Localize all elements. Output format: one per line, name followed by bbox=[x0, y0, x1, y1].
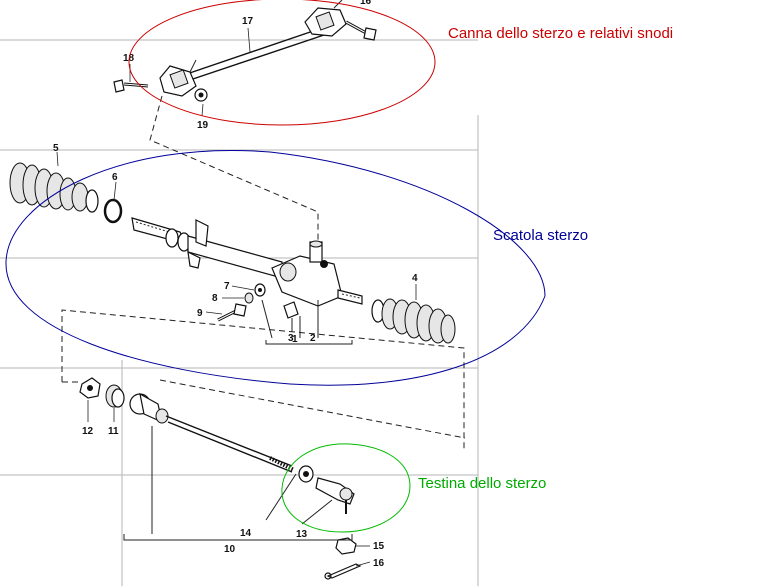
part-label-1: 1 bbox=[292, 334, 298, 345]
part-label-19: 19 bbox=[197, 120, 209, 131]
part-number-labels: 1 2 3 4 5 6 7 8 9 10 11 12 13 14 15 16 1… bbox=[53, 0, 418, 569]
part-label-17: 17 bbox=[242, 16, 254, 27]
part-label-3: 3 bbox=[288, 333, 294, 344]
part-label-5: 5 bbox=[53, 143, 59, 154]
tie-rod-assembly bbox=[61, 309, 466, 580]
part-label-11: 11 bbox=[108, 426, 119, 437]
part-label-7: 7 bbox=[224, 281, 230, 292]
part-label-16-top: 16 bbox=[360, 0, 372, 7]
part-label-4: 4 bbox=[412, 273, 418, 284]
steering-box-assembly bbox=[9, 162, 456, 345]
part-label-14: 14 bbox=[240, 528, 252, 539]
leader-lines bbox=[56, 27, 417, 567]
part-label-13: 13 bbox=[296, 529, 308, 540]
ellipse-steering-column bbox=[128, 0, 436, 126]
part-label-2: 2 bbox=[310, 333, 316, 344]
part-label-16: 16 bbox=[373, 558, 385, 569]
part-label-8: 8 bbox=[212, 293, 218, 304]
annotation-tie-rod-end: Testina dello sterzo bbox=[418, 475, 546, 492]
ellipse-steering-box bbox=[5, 150, 546, 386]
part-label-9: 9 bbox=[197, 308, 203, 319]
part-label-6: 6 bbox=[112, 172, 118, 183]
steering-column-assembly bbox=[113, 0, 377, 240]
ellipse-tie-rod-end bbox=[281, 443, 411, 533]
part-label-12: 12 bbox=[82, 426, 94, 437]
annotation-steering-column: Canna dello sterzo e relativi snodi bbox=[448, 25, 673, 42]
part-label-15: 15 bbox=[373, 541, 385, 552]
annotation-steering-box: Scatola sterzo bbox=[493, 227, 588, 244]
part-label-10: 10 bbox=[224, 544, 236, 555]
boot-right bbox=[371, 298, 456, 344]
boot-left bbox=[9, 162, 99, 213]
